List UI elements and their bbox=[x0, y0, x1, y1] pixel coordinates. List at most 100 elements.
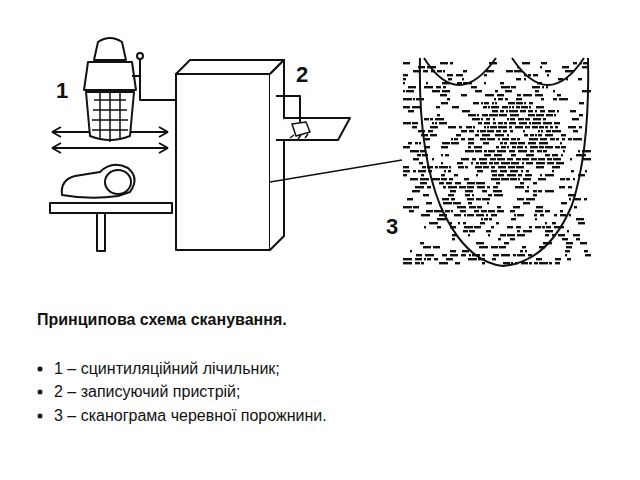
scan-dash bbox=[492, 110, 498, 112]
scan-dash bbox=[444, 170, 446, 172]
scan-dash bbox=[518, 178, 520, 180]
scan-dash bbox=[465, 150, 474, 152]
scan-dash bbox=[480, 222, 485, 224]
scan-dash bbox=[474, 210, 479, 212]
scan-dash bbox=[552, 154, 558, 156]
scan-dash bbox=[531, 158, 537, 160]
scan-dash bbox=[547, 162, 554, 164]
scan-dash bbox=[545, 234, 549, 236]
scan-dash bbox=[505, 98, 508, 100]
scan-dash bbox=[441, 154, 443, 156]
scan-dash bbox=[495, 90, 498, 92]
scan-dash bbox=[476, 182, 485, 184]
scan-dash bbox=[412, 190, 420, 192]
collimator-grid bbox=[92, 93, 128, 142]
scan-dash bbox=[545, 210, 550, 212]
scan-dash bbox=[540, 138, 547, 140]
scan-dash bbox=[495, 134, 504, 136]
scan-dash bbox=[535, 210, 543, 212]
scan-dash bbox=[536, 166, 544, 168]
scan-dash bbox=[440, 94, 447, 96]
scan-dash bbox=[469, 254, 471, 256]
scan-dash bbox=[430, 126, 438, 128]
scan-dash bbox=[439, 182, 444, 184]
scan-dash bbox=[453, 202, 461, 204]
scan-dash bbox=[469, 130, 474, 132]
scan-dash bbox=[554, 114, 556, 116]
scan-dash bbox=[567, 230, 569, 232]
scan-dash bbox=[538, 190, 542, 192]
scan-dash bbox=[536, 114, 544, 116]
scan-dash bbox=[426, 82, 428, 84]
scan-dash bbox=[506, 70, 513, 72]
scan-dash bbox=[539, 146, 544, 148]
scan-dash bbox=[403, 258, 412, 260]
scan-dash bbox=[482, 198, 490, 200]
scan-dash bbox=[493, 186, 498, 188]
scan-dash bbox=[561, 146, 566, 148]
scan-dash bbox=[562, 238, 568, 240]
scan-dash bbox=[550, 126, 553, 128]
scan-dash bbox=[419, 142, 421, 144]
scan-dash bbox=[522, 158, 529, 160]
scan-dash bbox=[525, 126, 530, 128]
scan-dash bbox=[483, 142, 489, 144]
scan-dash bbox=[543, 122, 552, 124]
scan-dash bbox=[480, 130, 486, 132]
scan-dash bbox=[526, 154, 534, 156]
scan-dash bbox=[501, 178, 509, 180]
scan-dash bbox=[480, 162, 487, 164]
scan-dash bbox=[579, 126, 582, 128]
scan-dash bbox=[526, 170, 529, 172]
scan-dash bbox=[579, 102, 584, 104]
scan-dash bbox=[542, 226, 545, 228]
scan-dash bbox=[516, 166, 524, 168]
scan-dash bbox=[524, 78, 526, 80]
scan-dash bbox=[518, 118, 524, 120]
scan-dash bbox=[473, 102, 479, 104]
scan-dash bbox=[488, 106, 490, 108]
scan-dash bbox=[496, 182, 500, 184]
scan-dash bbox=[573, 234, 580, 236]
scan-dash bbox=[497, 158, 505, 160]
scan-dash bbox=[484, 82, 486, 84]
scan-dash bbox=[576, 238, 580, 240]
scan-dash bbox=[435, 118, 444, 120]
scan-dash bbox=[529, 102, 533, 104]
scan-dash bbox=[467, 182, 475, 184]
scan-dash bbox=[510, 130, 513, 132]
scan-dash bbox=[454, 174, 458, 176]
scan-dash bbox=[498, 126, 507, 128]
scan-dash bbox=[555, 258, 561, 260]
scan-dash bbox=[560, 142, 562, 144]
scan-dash bbox=[472, 118, 480, 120]
scan-dash bbox=[523, 94, 532, 96]
scan-dash bbox=[567, 258, 571, 260]
scan-dash bbox=[523, 230, 532, 232]
scan-dash bbox=[579, 114, 583, 116]
scan-dash bbox=[493, 118, 495, 120]
scanogram-dots bbox=[403, 62, 591, 264]
scan-dash bbox=[545, 222, 547, 224]
scan-dash bbox=[514, 214, 516, 216]
scan-dash bbox=[561, 154, 563, 156]
scan-dash bbox=[546, 114, 553, 116]
scan-dash bbox=[509, 126, 512, 128]
scan-dash bbox=[504, 242, 509, 244]
scan-dash bbox=[412, 122, 418, 124]
scan-dash bbox=[541, 130, 543, 132]
scan-dash bbox=[572, 118, 579, 120]
recorder-shelf bbox=[276, 118, 350, 140]
scan-dash bbox=[560, 214, 566, 216]
table-leg bbox=[97, 213, 105, 251]
scan-dash bbox=[468, 114, 476, 116]
scan-dash bbox=[486, 214, 488, 216]
scan-dash bbox=[499, 114, 507, 116]
scan-dash bbox=[424, 118, 429, 120]
scan-dash bbox=[487, 202, 489, 204]
scan-dash bbox=[493, 190, 502, 192]
scan-dash bbox=[493, 122, 496, 124]
scan-dash bbox=[521, 106, 528, 108]
scan-dash bbox=[475, 150, 482, 152]
scan-dash bbox=[418, 170, 426, 172]
